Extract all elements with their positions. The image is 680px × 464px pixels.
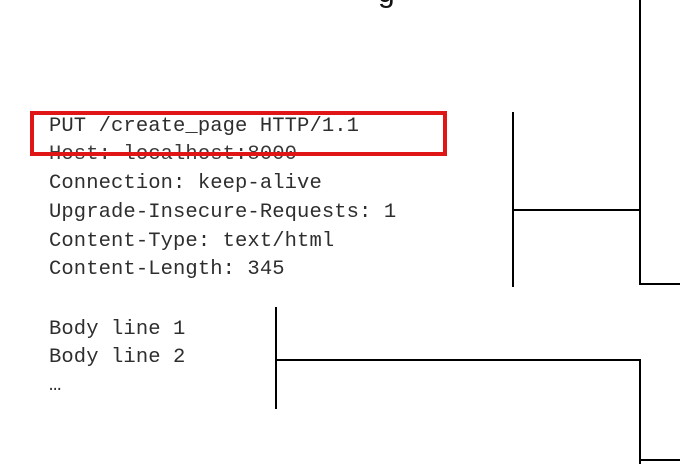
body-connector-line — [275, 359, 641, 361]
body-ellipsis: … — [49, 374, 62, 397]
headers-connector-line — [512, 209, 640, 211]
headers-label-tick — [639, 283, 680, 285]
headers-label-bracket-line — [639, 0, 641, 285]
headers-bracket-line — [512, 112, 514, 287]
body-bracket-line — [275, 307, 277, 409]
header-upgrade-insecure-requests: Upgrade-Insecure-Requests: 1 — [49, 201, 397, 224]
header-content-type: Content-Type: text/html — [49, 230, 335, 253]
body-label-tick — [639, 459, 680, 461]
body-line-1: Body line 1 — [49, 318, 186, 341]
request-line: PUT /create_page HTTP/1.1 — [49, 115, 360, 138]
header-content-length: Content-Length: 345 — [49, 258, 285, 281]
heading-fragment: g — [378, 0, 395, 8]
request-line-highlight-box — [30, 111, 447, 156]
header-connection: Connection: keep-alive — [49, 172, 322, 195]
body-line-2: Body line 2 — [49, 346, 186, 369]
body-label-bracket-line — [639, 359, 641, 464]
